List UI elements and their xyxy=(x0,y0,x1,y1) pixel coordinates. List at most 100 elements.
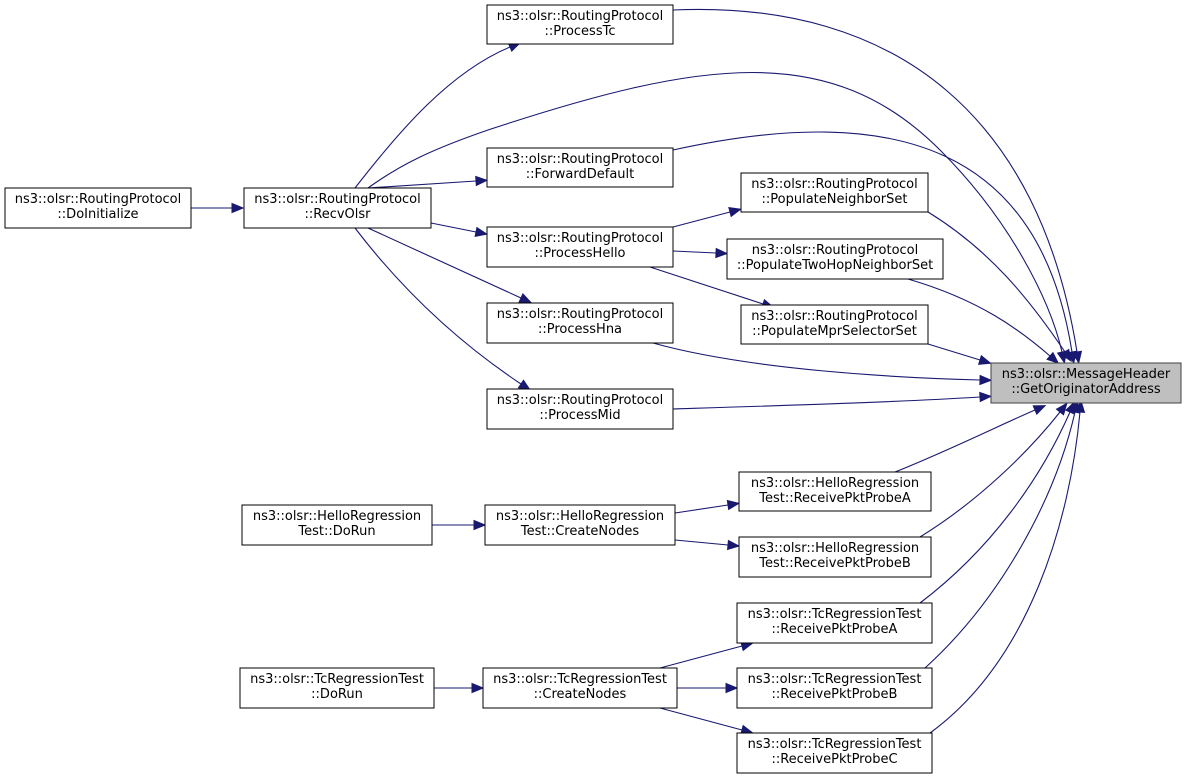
edge-populate_neighbor-to-get_originator xyxy=(927,211,1072,363)
node-populate-two-hop[interactable]: ns3::olsr::RoutingProtocol::PopulateTwoH… xyxy=(726,238,944,280)
node-box xyxy=(736,732,933,774)
node-label-line: ns3::olsr::TcRegressionTest xyxy=(748,672,922,687)
node-label-line: ns3::olsr::TcRegressionTest xyxy=(250,672,424,687)
node-label-line: ::ProcessHello xyxy=(534,246,625,261)
edge-populate_mpr-to-get_originator xyxy=(927,343,992,365)
arrowhead-icon xyxy=(1055,402,1068,416)
node-label-line: ::ProcessMid xyxy=(539,408,620,423)
node-label-line: ns3::olsr::RoutingProtocol xyxy=(752,243,919,258)
edge-line xyxy=(894,409,1036,473)
node-label-line: ns3::olsr::RoutingProtocol xyxy=(497,152,664,167)
edge-hello_probe_a-to-get_originator xyxy=(894,405,1047,473)
node-box xyxy=(990,362,1182,404)
node-process-hna[interactable]: ns3::olsr::RoutingProtocol::ProcessHna xyxy=(486,302,674,344)
edge-tc_probe_a-to-get_originator xyxy=(919,400,1075,604)
node-label-line: ::PopulateMprSelectorSet xyxy=(752,324,917,339)
node-label-line: ns3::olsr::RoutingProtocol xyxy=(497,307,664,322)
node-hello-probe-a[interactable]: ns3::olsr::HelloRegressionTest::ReceiveP… xyxy=(738,471,932,512)
edge-hello_create_nodes-to-hello_probe_b xyxy=(674,539,741,551)
node-label-line: ::ReceivePktProbeA xyxy=(772,622,898,637)
arrowhead-icon xyxy=(979,391,993,403)
node-populate-neighbor[interactable]: ns3::olsr::RoutingProtocol::PopulateNeig… xyxy=(740,172,929,213)
arrowhead-icon xyxy=(1046,351,1060,365)
node-box xyxy=(4,187,192,229)
edge-recv_olsr-to-process_hna xyxy=(367,227,533,304)
node-label-line: ns3::olsr::HelloRegression xyxy=(253,509,421,524)
node-label-line: ::DoRun xyxy=(311,687,363,702)
node-get-originator[interactable]: ns3::olsr::MessageHeader::GetOriginatorA… xyxy=(990,362,1182,404)
call-graph-nodes: ns3::olsr::MessageHeader::GetOriginatorA… xyxy=(4,4,1182,774)
node-tc-do-run[interactable]: ns3::olsr::TcRegressionTest::DoRun xyxy=(239,667,435,709)
edge-line xyxy=(672,131,1073,353)
node-label-line: Test::ReceivePktProbeB xyxy=(758,556,911,571)
edge-line xyxy=(649,266,764,305)
edge-tc_probe_c-to-get_originator xyxy=(929,399,1086,734)
node-forward-default[interactable]: ns3::olsr::RoutingProtocol::ForwardDefau… xyxy=(486,147,674,188)
node-label-line: ::ReceivePktProbeC xyxy=(771,752,897,767)
node-box xyxy=(738,471,932,512)
edge-line xyxy=(672,250,717,254)
edge-line xyxy=(907,278,1051,357)
edge-line xyxy=(652,342,981,381)
node-hello-probe-b[interactable]: ns3::olsr::HelloRegressionTest::ReceiveP… xyxy=(738,536,932,578)
node-label-line: ::PopulateTwoHopNeighborSet xyxy=(737,258,933,273)
edge-process_mid-to-get_originator xyxy=(672,391,993,410)
node-recv-olsr[interactable]: ns3::olsr::RoutingProtocol::RecvOlsr xyxy=(243,187,432,229)
edge-do_initialize-to-recv_olsr xyxy=(191,202,245,214)
edge-line xyxy=(354,227,522,385)
edge-tc_create_nodes-to-tc_probe_c xyxy=(659,707,754,735)
edge-line xyxy=(927,343,981,361)
edge-line xyxy=(919,411,1071,604)
node-populate-mpr[interactable]: ns3::olsr::RoutingProtocol::PopulateMprS… xyxy=(740,304,929,345)
edge-line xyxy=(367,72,1063,353)
node-label-line: ns3::olsr::TcRegressionTest xyxy=(748,737,922,752)
node-label-line: ns3::olsr::RoutingProtocol xyxy=(497,393,664,408)
node-label-line: ns3::olsr::MessageHeader xyxy=(1002,367,1171,382)
arrowhead-icon xyxy=(1032,405,1047,416)
node-box xyxy=(486,147,674,188)
edge-line xyxy=(929,411,1081,734)
arrowhead-icon xyxy=(474,226,489,238)
node-box xyxy=(484,504,676,546)
edge-recv_olsr-to-get_originator xyxy=(367,72,1067,365)
node-tc-probe-a[interactable]: ns3::olsr::TcRegressionTest::ReceivePktP… xyxy=(736,602,933,644)
node-label-line: ns3::olsr::TcRegressionTest xyxy=(748,607,922,622)
node-tc-create-nodes[interactable]: ns3::olsr::TcRegressionTest::CreateNodes xyxy=(482,667,678,709)
arrowhead-icon xyxy=(473,519,487,531)
node-label-line: ::GetOriginatorAddress xyxy=(1011,382,1161,397)
node-label-line: ns3::olsr::RoutingProtocol xyxy=(751,309,918,324)
node-box xyxy=(241,504,433,546)
edge-line xyxy=(674,539,729,546)
arrowhead-icon xyxy=(518,293,533,304)
edge-process_hello-to-populate_neighbor xyxy=(672,207,742,228)
node-do-initialize[interactable]: ns3::olsr::RoutingProtocol::DoInitialize xyxy=(4,187,192,229)
node-hello-create-nodes[interactable]: ns3::olsr::HelloRegressionTest::CreateNo… xyxy=(484,504,676,546)
edge-populate_two_hop-to-get_originator xyxy=(907,278,1060,365)
node-process-hello[interactable]: ns3::olsr::RoutingProtocol::ProcessHello xyxy=(486,226,674,268)
node-label-line: Test::DoRun xyxy=(297,524,375,539)
edge-line xyxy=(354,46,511,189)
node-tc-probe-b[interactable]: ns3::olsr::TcRegressionTest::ReceivePktP… xyxy=(736,667,933,709)
arrowhead-icon xyxy=(471,682,485,694)
arrowhead-icon xyxy=(475,175,489,187)
node-label-line: ns3::olsr::RoutingProtocol xyxy=(751,177,918,192)
node-box xyxy=(736,602,933,644)
node-tc-probe-c[interactable]: ns3::olsr::TcRegressionTest::ReceivePktP… xyxy=(736,732,933,774)
arrowhead-icon xyxy=(979,374,993,386)
node-box xyxy=(486,388,674,430)
node-box xyxy=(243,187,432,229)
node-label-line: ns3::olsr::RoutingProtocol xyxy=(254,192,421,207)
node-box xyxy=(482,667,678,709)
node-label-line: ::CreateNodes xyxy=(534,687,627,702)
edge-line xyxy=(430,222,477,233)
node-process-tc[interactable]: ns3::olsr::RoutingProtocol::ProcessTc xyxy=(486,4,674,45)
edge-line xyxy=(919,411,1061,538)
edge-recv_olsr-to-forward_default xyxy=(367,175,489,189)
node-label-line: ns3::olsr::HelloRegression xyxy=(496,509,664,524)
node-process-mid[interactable]: ns3::olsr::RoutingProtocol::ProcessMid xyxy=(486,388,674,430)
edge-hello_do_run-to-hello_create_nodes xyxy=(432,519,487,531)
node-box xyxy=(486,302,674,344)
edge-line xyxy=(367,227,522,299)
